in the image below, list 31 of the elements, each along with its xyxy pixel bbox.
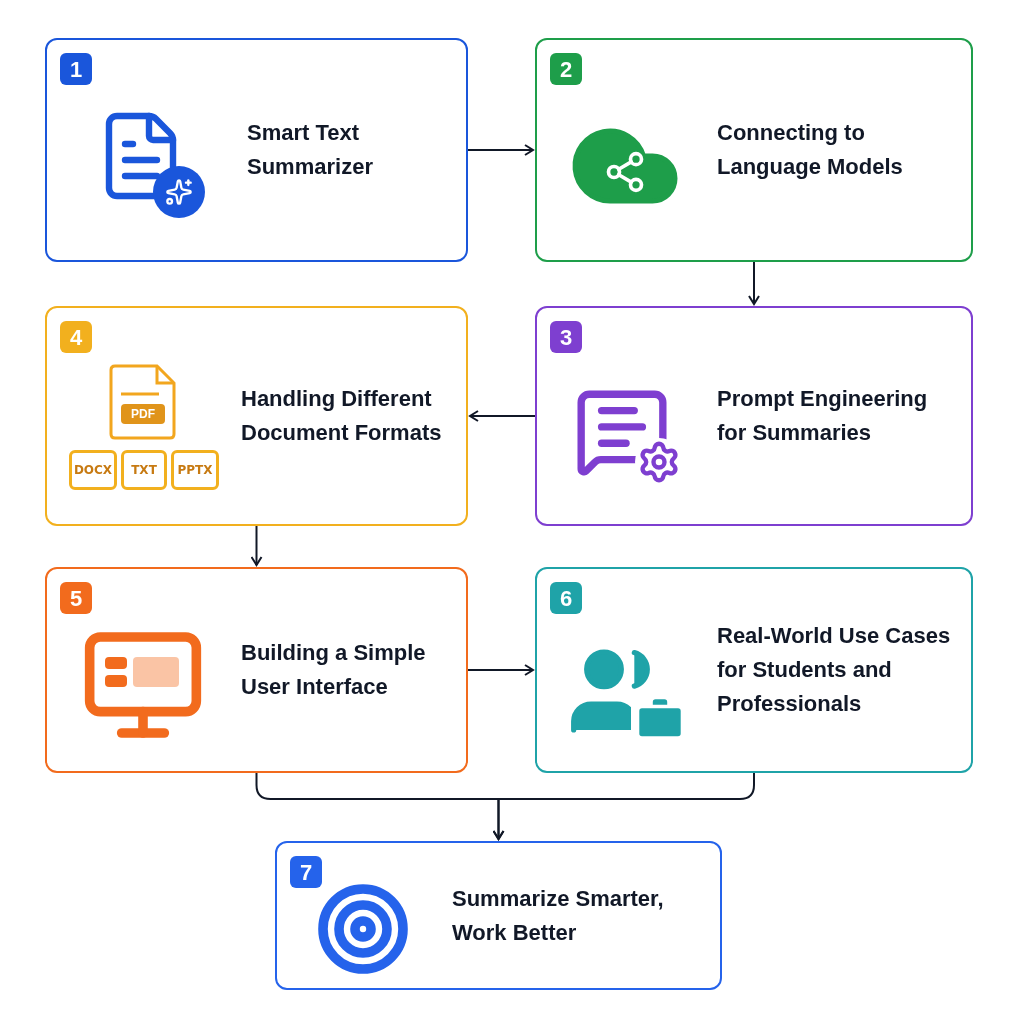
format-tag: TXT bbox=[121, 450, 167, 490]
step-title: Smart Text Summarizer bbox=[247, 119, 374, 181]
step-number-badge: 7 bbox=[290, 856, 322, 888]
step-number-badge: 2 bbox=[550, 53, 582, 85]
format-tag: DOCX bbox=[69, 450, 117, 490]
step-title: Connecting to Language Models bbox=[717, 119, 904, 181]
step-title: Prompt Engineering for Summaries bbox=[717, 385, 929, 447]
step-number-badge: 1 bbox=[60, 53, 92, 85]
step-card bbox=[45, 567, 468, 773]
arrow bbox=[492, 772, 755, 840]
step-title: Summarize Smarter, Work Better bbox=[452, 884, 665, 947]
step-title: Real-World Use Cases for Students and Professionals bbox=[717, 622, 952, 718]
step-card bbox=[535, 38, 973, 262]
step-card bbox=[45, 38, 468, 262]
document-shape: PDF bbox=[109, 364, 177, 440]
step-number-badge: 4 bbox=[60, 321, 92, 353]
arrow bbox=[469, 410, 536, 422]
step-number-badge: 3 bbox=[550, 321, 582, 353]
arrow bbox=[250, 525, 263, 566]
arrow bbox=[467, 144, 534, 156]
step-card bbox=[535, 306, 973, 526]
step-number-badge: 6 bbox=[550, 582, 582, 614]
format-tag: PPTX bbox=[171, 450, 219, 490]
step-card bbox=[535, 567, 973, 773]
step-card bbox=[275, 841, 722, 990]
step-title: Handling Different Document Formats bbox=[241, 385, 443, 447]
step-title: Building a Simple User Interface bbox=[241, 639, 427, 701]
arrow bbox=[467, 664, 534, 676]
step-number-badge: 5 bbox=[60, 582, 92, 614]
step-card bbox=[45, 306, 468, 526]
arrow bbox=[748, 261, 760, 305]
